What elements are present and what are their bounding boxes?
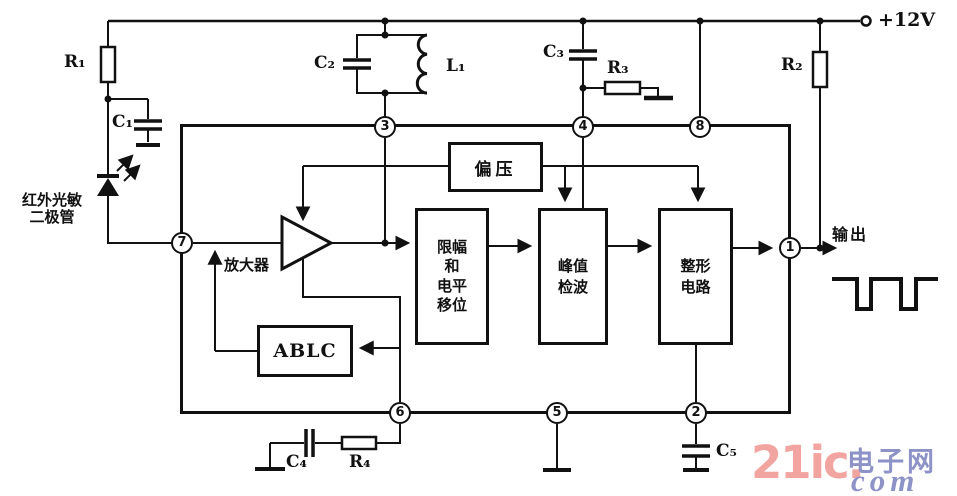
label-r1: R₁ <box>64 52 86 72</box>
block-peak-detector: 峰值 检波 <box>538 208 608 345</box>
c5-capacitor <box>682 345 710 472</box>
c1-capacitor <box>108 98 162 147</box>
pin-1: 1 <box>779 237 801 259</box>
output-label: 输出 <box>832 225 869 244</box>
power-rail <box>108 15 872 27</box>
label-c2: C₂ <box>314 53 335 73</box>
label-r3: R₃ <box>607 58 629 78</box>
pin-4: 4 <box>572 116 594 138</box>
watermark-brand: 21ic. <box>751 436 865 489</box>
label-c4: C₄ <box>286 452 307 472</box>
label-c1: C₁ <box>112 112 133 132</box>
label-l1: L₁ <box>446 56 466 76</box>
c4-r4-network <box>255 424 401 471</box>
watermark-domain: com <box>851 463 920 496</box>
ablc-feedback-wires <box>215 252 401 402</box>
block-bias: 偏压 <box>448 142 543 192</box>
pin-6: 6 <box>389 402 411 424</box>
watermark: 21ic. 电子网 com <box>745 438 957 496</box>
infrared-photodiode-icon <box>97 154 173 244</box>
pin-7: 7 <box>171 232 193 254</box>
amplifier-label: 放大器 <box>224 256 270 274</box>
c2-l1-tank <box>343 21 428 243</box>
watermark-site: 电子网 <box>847 447 937 478</box>
pin-2: 2 <box>685 402 707 424</box>
block-shaper: 整形 电路 <box>658 208 733 345</box>
photodiode-label: 红外光敏 二极管 <box>21 191 82 227</box>
label-c5: C₅ <box>716 441 737 461</box>
c3-r3-network <box>569 21 673 208</box>
pin-5: 5 <box>546 402 568 424</box>
block-ablc: ABLC <box>257 325 353 377</box>
output-waveform-icon <box>832 277 938 311</box>
power-terminal <box>860 15 872 27</box>
signal-chain-wires <box>489 238 838 256</box>
label-r2: R₂ <box>781 55 803 75</box>
ic-outline <box>180 124 791 414</box>
pin-8: 8 <box>689 116 711 138</box>
bias-wires <box>295 165 706 222</box>
pin-3: 3 <box>374 116 396 138</box>
amplifier-icon <box>193 214 411 272</box>
label-c3: C₃ <box>543 42 564 62</box>
pin5-ground <box>543 424 571 472</box>
label-r4: R₄ <box>349 452 371 472</box>
r1-resistor <box>99 21 117 176</box>
power-label: +12V <box>878 9 936 31</box>
block-limiter: 限幅 和 电平 移位 <box>415 208 489 345</box>
r2-resistor <box>811 21 829 252</box>
